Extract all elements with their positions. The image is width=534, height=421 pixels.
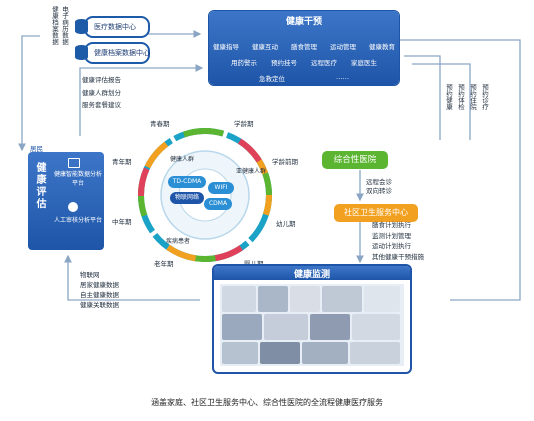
appointment-checkup-label: 预约体检 — [456, 84, 465, 110]
network-cdma: CDMA — [204, 198, 232, 210]
appointment-hospitalization-label: 预约住院 — [468, 84, 477, 110]
evaluation-item-1: 健康智能数据分析平台 — [54, 171, 103, 187]
device-photo — [222, 286, 256, 312]
intervention-title: 健康干预 — [285, 17, 322, 27]
intervention-item: 健康互动 — [252, 43, 278, 51]
intervention-item: 家庭医生 — [351, 59, 377, 67]
device-photo — [264, 314, 308, 340]
stage-middle-age: 中年期 — [112, 218, 132, 226]
intervention-row-3: 急救定位 …… — [259, 73, 349, 83]
health-evaluation-panel: 健康评估 健康智能数据分析平台 人工审核分析平台 — [28, 152, 104, 250]
health-record-data-center: 健康档案数据中心 — [75, 42, 150, 64]
evaluation-title: 健康评估 — [34, 162, 45, 210]
monitoring-title: 健康监测 — [293, 270, 330, 280]
intervention-row-1: 健康指导 健康互动 膳食管理 运动管理 健康教育 — [213, 41, 395, 51]
report-line: 健康评估报告 — [82, 76, 121, 84]
reviewer-icon — [68, 202, 78, 212]
stage-adolescence: 青春期 — [150, 120, 170, 128]
intervention-plan-list: 膳食计划执行 监测计划管理 运动计划执行 其他健康干预措施 — [372, 220, 424, 262]
community-center-node: 社区卫生服务中心 — [334, 204, 418, 222]
device-photo — [258, 286, 288, 312]
plan-line: 膳食计划执行 — [372, 221, 411, 229]
monitoring-title-bar — [214, 266, 410, 280]
lifecycle-orbit — [138, 128, 272, 262]
device-photo — [260, 342, 300, 364]
monitoring-device-grid — [220, 284, 404, 366]
group-subhealthy: 亚健康人群 — [236, 168, 267, 175]
plan-line: 监测计划管理 — [372, 231, 411, 240]
general-hospital-node: 综合性医院 — [322, 151, 388, 169]
group-patients: 疾病患者 — [166, 238, 191, 245]
source-line: 物联网 — [80, 271, 100, 279]
emr-data-label: 电子病历数据 — [60, 6, 69, 45]
report-line: 服务套餐建议 — [82, 101, 121, 109]
source-line: 自主健康数据 — [80, 291, 119, 299]
database-icon — [75, 19, 88, 34]
stage-preschool: 学龄前期 — [272, 158, 298, 166]
source-line: 健康关联数据 — [80, 301, 119, 309]
data-sources-list: 物联网 居家健康数据 自主健康数据 健康关联数据 — [80, 270, 119, 310]
intervention-row-2: 用药警示 预约挂号 远程医疗 家庭医生 — [231, 57, 377, 67]
device-photo — [310, 314, 350, 340]
referral-label: 双向转诊 — [366, 187, 392, 195]
remote-consult-label: 远程会诊 — [366, 178, 392, 186]
source-line: 居家健康数据 — [80, 281, 119, 289]
device-photo — [290, 286, 320, 312]
device-photo — [222, 314, 262, 340]
plan-line: 运动计划执行 — [372, 242, 411, 250]
intervention-item: …… — [336, 73, 349, 81]
consultation-labels: 远程会诊 双向转诊 — [366, 178, 392, 196]
dashboard-icon — [68, 158, 80, 168]
intervention-item: 膳食管理 — [291, 43, 317, 51]
network-wifi: WIFI — [208, 182, 234, 194]
evaluation-item-2: 人工审核分析平台 — [54, 217, 103, 224]
device-photo — [364, 286, 400, 312]
stage-youth: 青年期 — [112, 158, 132, 166]
device-photo — [322, 286, 362, 312]
report-line: 健康人群划分 — [82, 88, 121, 97]
network-td-cdma: TD-CDMA — [168, 176, 206, 188]
figure-caption: 涵盖家庭、社区卫生服务中心、综合性医院的全流程健康医疗服务 — [151, 398, 383, 407]
stage-school-age: 学龄期 — [234, 120, 254, 128]
intervention-item: 健康指导 — [213, 43, 239, 51]
group-healthy: 健康人群 — [170, 156, 195, 163]
plan-line: 其他健康干预措施 — [372, 252, 424, 261]
stage-old-age: 老年期 — [154, 260, 174, 268]
intervention-item: 用药警示 — [231, 59, 257, 67]
network-iot: 物联网络 — [170, 192, 204, 204]
intervention-item: 急救定位 — [259, 75, 285, 83]
health-intervention-panel: 健康干预 健康指导 健康互动 膳食管理 运动管理 健康教育 用药警示 预约挂号 … — [208, 10, 400, 86]
device-photo — [222, 342, 258, 364]
device-photo — [352, 314, 400, 340]
stage-toddler: 幼儿期 — [276, 220, 296, 228]
health-monitoring-panel: 健康监测 — [212, 264, 412, 374]
appointment-diagnosis-label: 预约诊疗 — [480, 84, 489, 110]
device-photo — [350, 342, 400, 364]
health-record-data-label: 健康档案数据 — [50, 6, 59, 45]
intervention-item: 预约挂号 — [271, 59, 297, 67]
database-icon — [75, 45, 88, 60]
device-photo — [302, 342, 348, 364]
intervention-item: 运动管理 — [330, 43, 356, 51]
intervention-item: 远程医疗 — [311, 59, 337, 67]
assessment-report-list: 健康评估报告 健康人群划分 服务套餐建议 — [82, 74, 121, 112]
medical-data-center: 医疗数据中心 — [75, 16, 150, 38]
appointment-health-label: 预约健康 — [444, 84, 453, 110]
intervention-item: 健康教育 — [369, 43, 395, 51]
resident-tag: 居民 — [30, 145, 43, 153]
